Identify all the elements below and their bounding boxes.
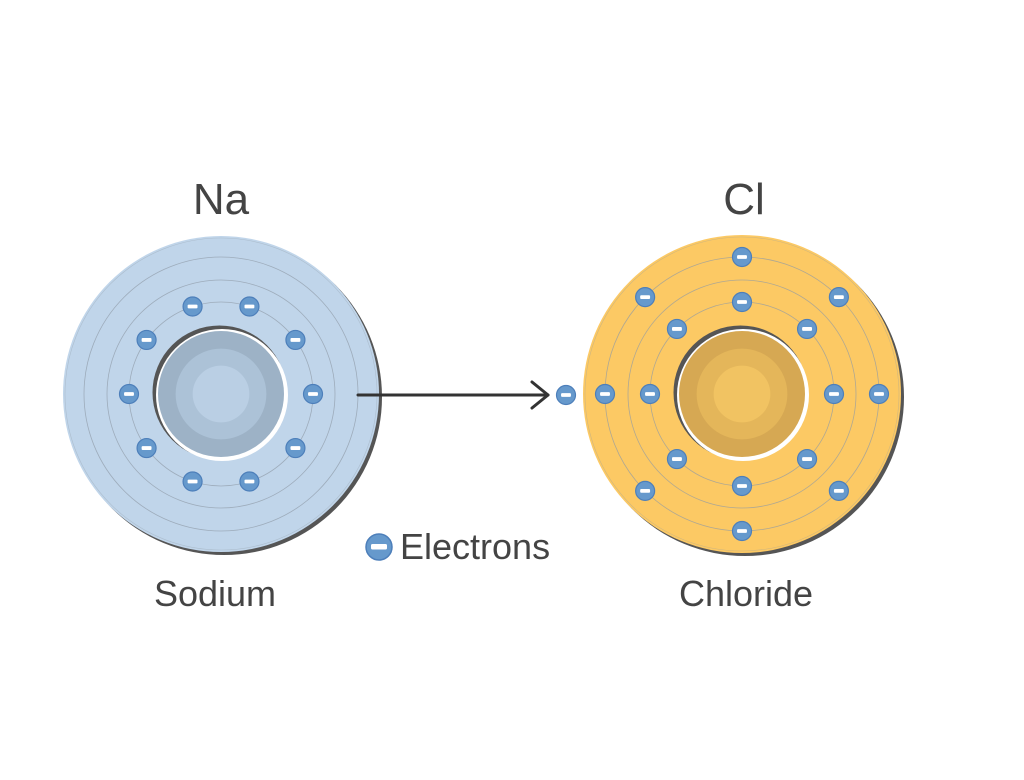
electron-icon: [118, 383, 140, 405]
electron-icon: [731, 291, 753, 313]
electron-icon: [285, 437, 306, 459]
electron-icon: [868, 383, 890, 405]
electron-icon: [136, 437, 157, 459]
legend: Electrons: [364, 528, 550, 566]
electron-icon: [796, 318, 818, 340]
chloride-symbol: Cl: [723, 175, 765, 224]
electron-icon: [239, 471, 260, 492]
electron-icon: [828, 287, 849, 308]
electron-icon: [731, 520, 753, 542]
electron-icon: [182, 296, 203, 317]
arrow-head-icon: [530, 380, 550, 410]
sodium-symbol: Na: [192, 175, 250, 224]
electron-icon: [594, 383, 616, 405]
electron-icon: [182, 471, 203, 492]
legend-label: Electrons: [400, 526, 551, 567]
electron-icon: [796, 448, 818, 470]
electron-icon: [136, 329, 157, 351]
orbit-ring: [627, 279, 857, 509]
electron-icon: [239, 296, 260, 317]
electron-icon: [666, 318, 688, 340]
electron-transfer: [356, 380, 577, 410]
electron-icon: [635, 287, 656, 308]
electron-icon: [302, 383, 324, 405]
electron-icon: [731, 246, 753, 268]
sodium-atom: [63, 236, 382, 555]
electron-icon: [639, 383, 661, 405]
orbit-ring: [106, 279, 336, 509]
electron-icon: [365, 533, 393, 561]
electron-icon: [666, 448, 688, 470]
electron-icon: [285, 329, 306, 351]
electron-icon: [828, 480, 849, 501]
electron-icon: [731, 475, 753, 497]
electron-icon: [823, 383, 845, 405]
sodium-name-label: Sodium: [153, 573, 277, 614]
electron-icon: [635, 480, 656, 501]
electron-icon: [555, 384, 577, 406]
transferred-electron-icon: [555, 384, 577, 406]
chloride-name-label: Chloride: [678, 573, 814, 614]
chloride-atom: [583, 235, 904, 556]
